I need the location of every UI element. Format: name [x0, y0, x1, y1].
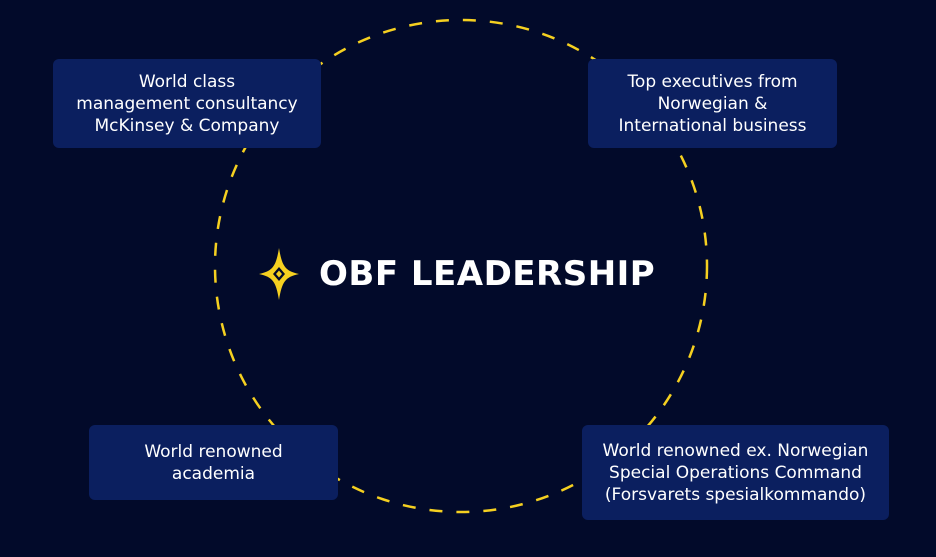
box-text-line: World renowned — [144, 441, 283, 462]
box-text-line: World class — [138, 71, 236, 92]
box-text-line: Special Operations Command — [609, 462, 862, 483]
dashed-circle — [213, 18, 709, 514]
box-text-line: World renowned ex. Norwegian — [602, 440, 869, 461]
box-text-line: McKinsey & Company — [94, 115, 280, 136]
box-top-executives: Top executives from Norwegian & Internat… — [588, 59, 837, 148]
four-point-star-icon — [259, 248, 299, 300]
box-text-line: International business — [618, 115, 807, 136]
box-academia: World renowned academia — [89, 425, 338, 500]
box-text-line: Top executives from — [627, 71, 798, 92]
center-label: OBF LEADERSHIP — [257, 245, 655, 303]
box-text-line: (Forsvarets spesialkommando) — [604, 484, 867, 505]
box-text-line: management consultancy — [76, 93, 298, 114]
box-text-line: Norwegian & — [657, 93, 768, 114]
center-title: OBF LEADERSHIP — [319, 254, 656, 294]
box-special-operations: World renowned ex. Norwegian Special Ope… — [582, 425, 889, 520]
box-management-consultancy: World class management consultancy McKin… — [53, 59, 321, 148]
box-text-line: academia — [171, 463, 256, 484]
